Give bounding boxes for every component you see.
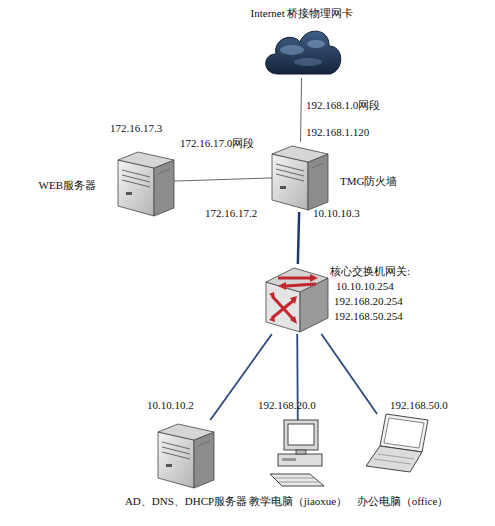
node-label: 10.10.10.254 [336,279,394,293]
node-label: 教学电脑（jiaoxue） [249,494,347,508]
subnet-label: 192.168.1.0网段 [306,98,380,112]
firewall-server-icon [272,142,328,212]
node-label: 192.168.50.254 [334,309,403,323]
ip-address-label: 10.10.10.2 [147,398,194,412]
node-label: AD、DNS、DHCP服务器 [125,494,247,508]
core-switch: 核心交换机网关:10.10.10.254192.168.20.254192.16… [266,264,328,334]
network-link [174,178,272,181]
ip-address-label: 10.10.10.3 [313,206,360,220]
ip-address-label: 172.16.17.3 [110,121,162,135]
node-label: Internet 桥接物理网卡 [251,6,354,20]
office-laptop: 办公电脑（office） [366,414,430,474]
network-link [298,212,299,264]
node-label: WEB服务器 [39,178,96,192]
internet-cloud: Internet 桥接物理网卡 [262,22,342,78]
node-label: 核心交换机网关: [330,264,410,278]
ip-address-label: 192.168.20.0 [258,398,316,412]
network-link [321,334,377,414]
ip-address-label: 192.168.50.0 [390,398,448,412]
node-label: 办公电脑（office） [357,494,448,508]
teaching-pc: 教学电脑（jiaoxue） [270,420,326,488]
node-label: TMG防火墙 [340,174,397,188]
ip-address-label: 192.168.1.120 [306,125,369,139]
network-link [301,78,302,142]
ad-server: AD、DNS、DHCP服务器 [158,420,214,488]
teaching-pc-icon [270,420,326,488]
firewall-server: TMG防火墙 [272,142,328,212]
office-laptop-icon [366,414,430,474]
internet-cloud-icon [262,22,342,78]
web-server-icon [118,148,174,216]
node-label: 192.168.20.254 [334,294,403,308]
web-server: WEB服务器 [118,148,174,216]
core-switch-icon [266,264,328,334]
ad-server-icon [158,420,214,488]
subnet-label: 172.16.17.0网段 [180,136,254,150]
ip-address-label: 172.16.17.2 [205,206,257,220]
